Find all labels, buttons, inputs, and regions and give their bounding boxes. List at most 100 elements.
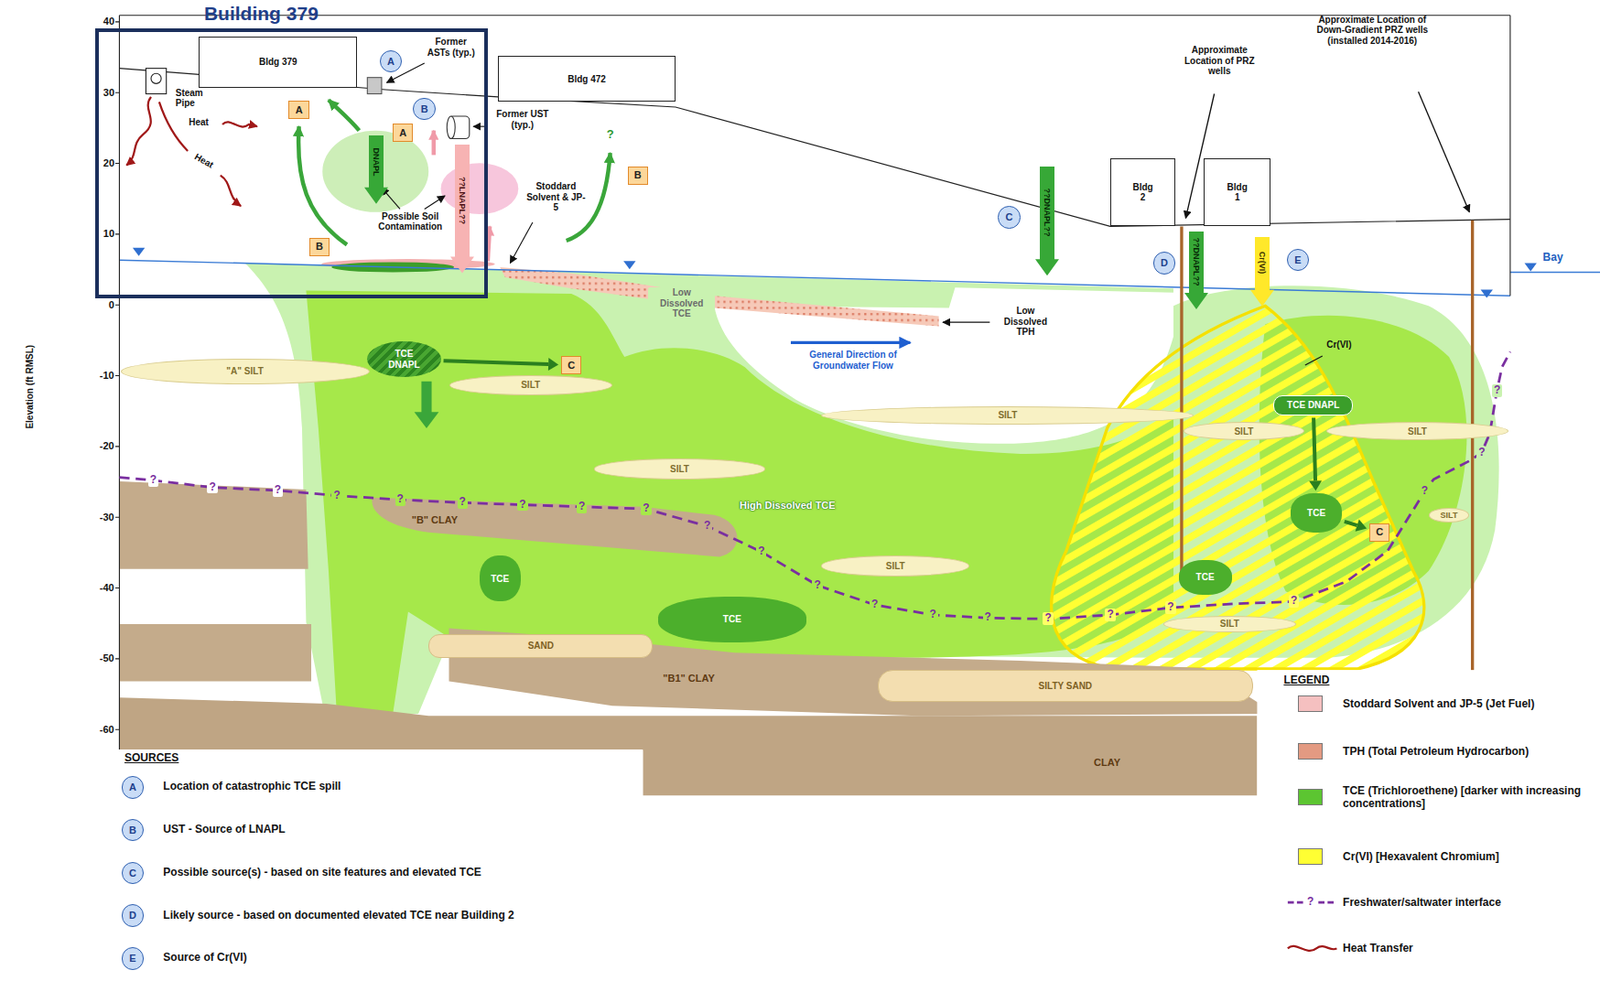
annotation-label: Possible source(s) - based on site featu… — [162, 866, 481, 880]
node-text: SILT — [520, 379, 541, 391]
heat-transfer — [220, 175, 241, 206]
callout-circle: C — [121, 862, 145, 886]
node-text: SILT — [886, 561, 906, 573]
annotation-label: Elevation (ft RMSL) — [25, 345, 37, 430]
axis-label: -50 — [99, 652, 115, 665]
axis-label: -20 — [99, 440, 115, 453]
former-ast — [367, 77, 382, 95]
vapor-arrow — [328, 99, 359, 130]
arrow-body — [1184, 231, 1209, 310]
node-text: A — [387, 55, 395, 68]
legend-text: Freshwater/saltwater interface — [1342, 896, 1502, 909]
node-text: C — [129, 867, 137, 880]
node-text: TCE — [1196, 572, 1215, 584]
node-text: Bldg 1 — [1225, 182, 1249, 204]
bay-water — [1510, 271, 1600, 273]
node-text: ??DNAPL?? — [1042, 188, 1052, 238]
annotation-label: ? — [756, 545, 767, 559]
building-box: Bldg 2 — [1110, 158, 1176, 228]
silt-lens: SILT — [1428, 508, 1471, 523]
annotation-label: ? — [1165, 601, 1176, 615]
node-text: "B" CLAY — [411, 514, 458, 527]
node-text: A — [129, 781, 137, 794]
migration-arrow: ??DNAPL?? — [1184, 231, 1209, 310]
groundwater-flow-arrow — [790, 341, 910, 345]
silt-lens: SILT — [1163, 616, 1297, 633]
callout-circle: A — [379, 50, 403, 74]
annotation-label: Cr(VI) — [1326, 339, 1352, 351]
silt-lens: SILT — [821, 555, 970, 576]
axis-label: -40 — [99, 582, 115, 595]
heat-transfer — [222, 121, 258, 127]
prz-well — [1470, 220, 1474, 674]
annotation-label: ? — [1288, 594, 1299, 608]
connector-line — [1344, 521, 1358, 526]
former-ust — [446, 116, 455, 140]
node-text: TCE DNAPL — [1286, 400, 1340, 411]
callout-circle: D — [1153, 251, 1177, 275]
callout-square: C — [561, 356, 582, 375]
node-text: B — [129, 824, 137, 837]
legend-text: Stoddard Solvent and JP-5 (Jet Fuel) — [1342, 697, 1535, 711]
node-text: SILT — [1440, 510, 1459, 520]
axis-label: 40 — [103, 15, 115, 28]
leader-line — [473, 126, 486, 128]
legend-panel — [1256, 670, 1600, 981]
callout-circle: C — [997, 205, 1021, 229]
node-text: SILT — [1233, 426, 1254, 438]
building-box: Bldg 1 — [1203, 158, 1270, 228]
annotation-label: ? — [983, 611, 994, 625]
callout-square: A — [288, 100, 309, 119]
annotation-label: ? — [517, 498, 528, 512]
legend-swatch — [1297, 695, 1323, 713]
annotation-label: ? — [869, 598, 880, 612]
annotation-label: Possible Soil Contamination — [374, 211, 446, 233]
soil-contamination — [441, 162, 519, 215]
sources-panel — [118, 750, 643, 981]
vapor-arrow — [298, 126, 347, 245]
annotation-label: ? — [811, 579, 822, 593]
node-text: D — [1160, 257, 1168, 270]
node-text: SILT — [1407, 426, 1428, 438]
node-text: C — [1005, 211, 1014, 224]
tce-zone: TCE — [479, 555, 521, 602]
annotation-label: ? — [576, 500, 587, 514]
legend-text: Heat Transfer — [1342, 941, 1414, 955]
node-text: Bldg 379 — [259, 56, 298, 68]
node-text: TCE DNAPL — [383, 348, 425, 370]
node-text: B — [634, 169, 642, 182]
node-text: ??DNAPL?? — [1190, 237, 1200, 287]
annotation-label: ? — [927, 608, 938, 622]
annotation-label: Low Dissolved TCE — [648, 287, 715, 320]
connector-arrow — [1344, 518, 1367, 531]
callout-square: C — [1369, 523, 1390, 542]
annotation-label: ? — [606, 128, 615, 142]
annotation-label: ? — [1042, 612, 1053, 626]
legend-swatch — [1297, 743, 1323, 760]
node-text: "A" SILT — [226, 366, 263, 378]
freshwater-saltwater-interface — [118, 351, 1510, 619]
clay-layer — [371, 497, 737, 558]
arrow-head — [1308, 480, 1322, 491]
arrow-body — [1250, 237, 1275, 307]
node-text: CLAY — [1093, 756, 1121, 769]
axis-label: 0 — [108, 299, 115, 312]
annotation-label: ? — [272, 484, 283, 498]
clay-layer: "B" CLAY — [388, 509, 483, 530]
node-text: C — [1375, 526, 1384, 539]
building-box: Bldg 472 — [497, 55, 676, 102]
annotation-label: ? — [640, 502, 651, 516]
annotation-label: ? — [331, 489, 342, 503]
silt-lens: "A" SILT — [120, 358, 370, 385]
callout-circle: D — [121, 904, 145, 928]
clay-layer — [118, 624, 312, 682]
node-text: ??LNAPL?? — [457, 176, 467, 225]
annotation-label: General Direction of Groundwater Flow — [786, 349, 919, 371]
focus-area-box: Building 379Bldg 379ABAADNAPL??LNAPL??B — [95, 28, 488, 299]
connector-arrow — [1308, 418, 1322, 492]
annotation-label: ? — [1476, 446, 1487, 460]
connector-line — [1313, 418, 1316, 482]
area-heading: Building 379 — [204, 2, 319, 25]
annotation-label: Approximate Location of Down-Gradient PR… — [1310, 14, 1434, 47]
